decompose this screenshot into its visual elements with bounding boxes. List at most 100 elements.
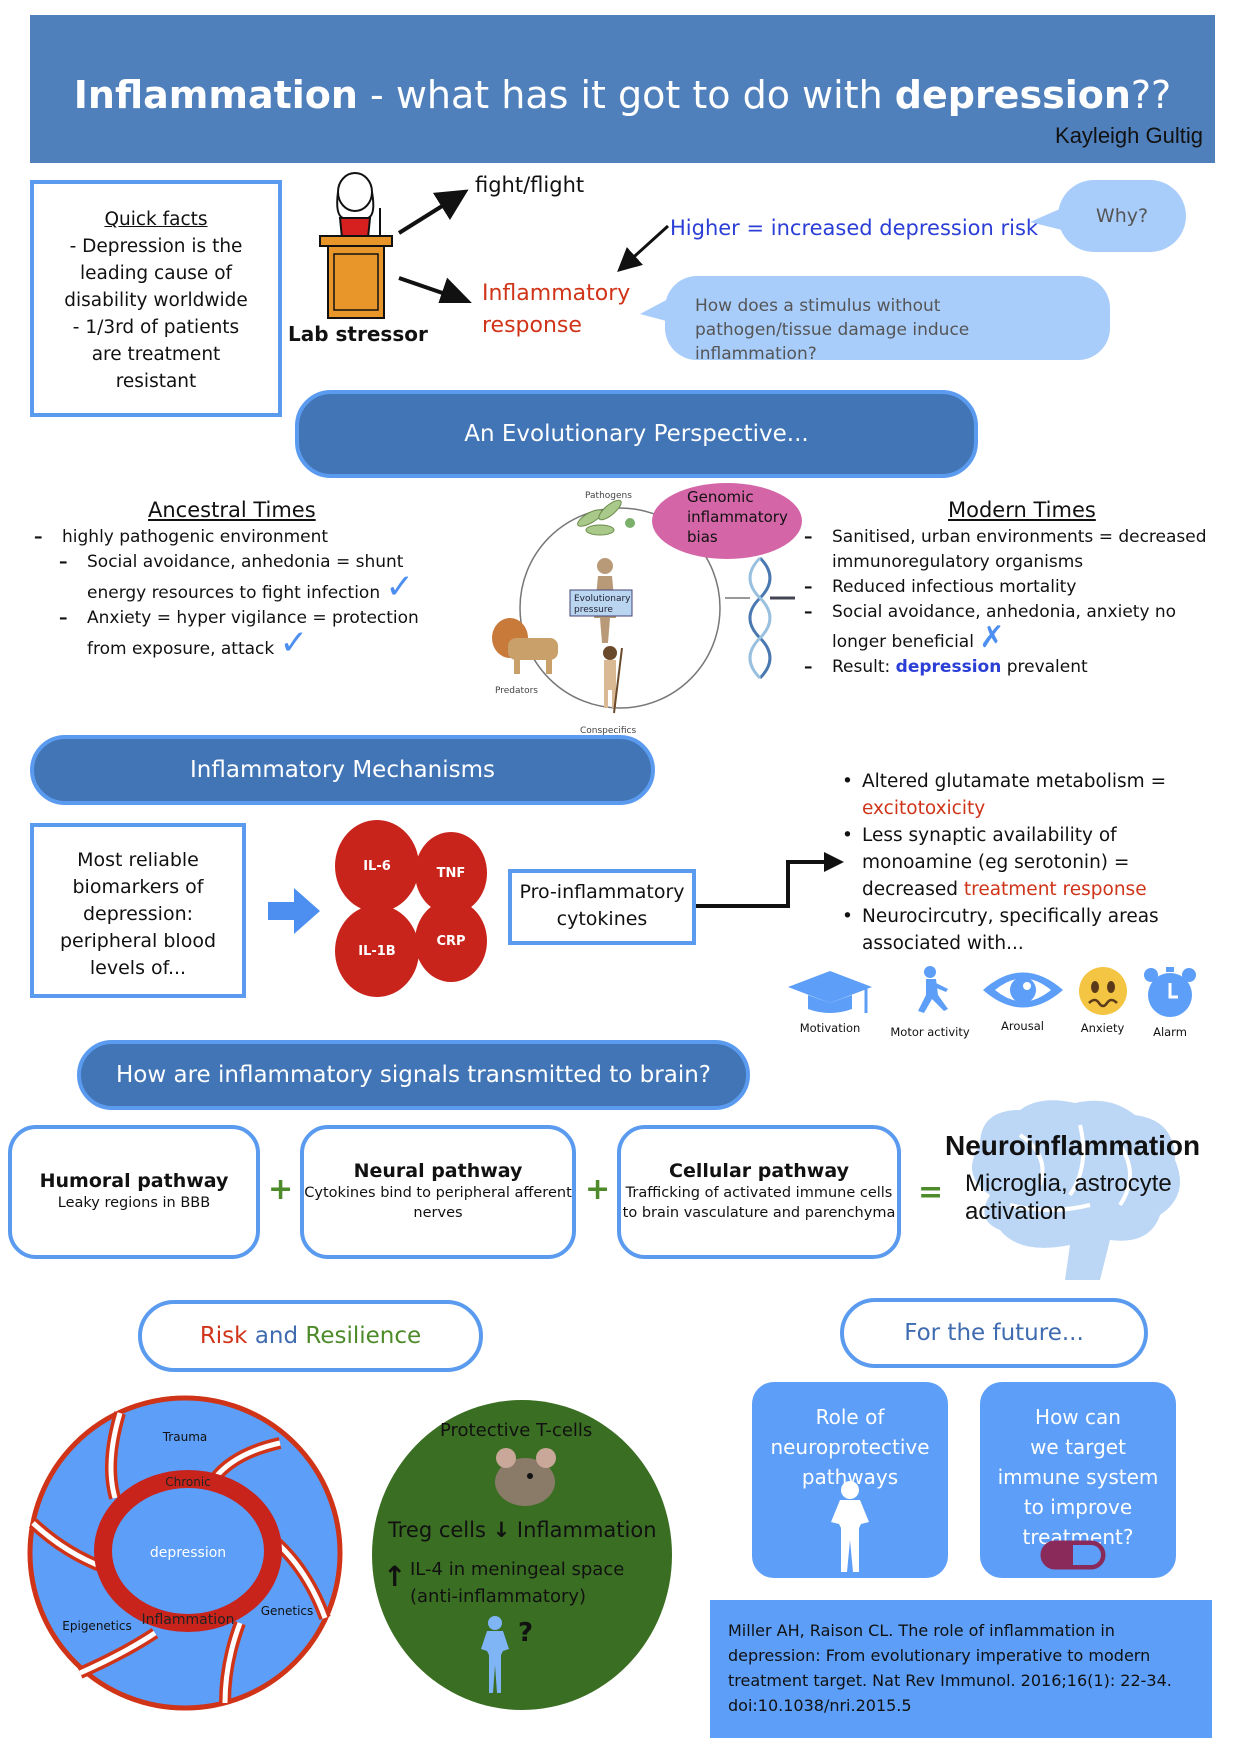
page-title: Inflammation - what has it got to do wit… (30, 73, 1215, 117)
checkmark-icon: ✓ (279, 623, 309, 663)
equals-icon: = (918, 1175, 944, 1210)
il4-line: IL-4 in meningeal space (410, 1559, 625, 1580)
future-line: to improve (1023, 1495, 1133, 1519)
question-mark: ? (518, 1618, 534, 1648)
factor-trauma: Trauma (162, 1430, 208, 1444)
fight-flight-label: fight/flight (475, 173, 585, 197)
quick-fact-line: - 1/3rd of patients (72, 317, 240, 338)
conspecifics-label: Conspecifics (580, 726, 636, 736)
pathway-desc: Trafficking of activated immune cells to… (622, 1185, 896, 1221)
list-item: Altered glutamate metabolism =excitotoxi… (840, 768, 1220, 822)
and-word: and (254, 1323, 299, 1349)
modern-times-title: Modern Times (948, 498, 1096, 522)
area-label: Motivation (799, 1021, 861, 1035)
ancestral-list: highly pathogenic environment Social avo… (30, 525, 450, 662)
resilience-word: Resilience (305, 1323, 422, 1349)
plus-icon: + (268, 1172, 294, 1207)
excitotoxicity-text: excitotoxicity (862, 798, 986, 819)
result-prefix: Result: (832, 657, 896, 677)
title-middle: - what has it got to do with (357, 73, 895, 117)
section-header-transmission: How are inflammatory signals transmitted… (77, 1040, 750, 1110)
predators-label: Predators (495, 686, 538, 696)
area-arousal: Arousal (980, 965, 1065, 1033)
list-item: Result: depression prevalent (800, 655, 1230, 680)
mouse-icon (495, 1448, 556, 1506)
genomic-line: inflammatory (687, 508, 788, 526)
genomic-inflammatory-bias-label: Genomic inflammatory bias (652, 483, 802, 559)
mechanism-effects-list: Altered glutamate metabolism =excitotoxi… (840, 768, 1220, 957)
evolutionary-pressure-diagram: Pathogens Evolutionary pressure Predator… (492, 491, 795, 736)
section-header-evolutionary: An Evolutionary Perspective... (295, 390, 978, 478)
biomarker-line: peripheral blood (59, 930, 217, 952)
lion-icon (492, 618, 558, 674)
area-alarm: Alarm (1140, 965, 1200, 1039)
pressure-label: pressure (574, 605, 613, 615)
pathway-title: Humoral pathway (39, 1170, 229, 1192)
cellular-pathway-box: Cellular pathway Trafficking of activate… (617, 1125, 901, 1259)
list-item: Social avoidance, anhedonia = shunt ener… (55, 550, 450, 606)
eye-icon (982, 972, 1063, 1008)
higher-risk-text: Higher = increased depression risk (670, 216, 1039, 240)
neural-pathway-box: Neural pathway Cytokines bind to periphe… (300, 1125, 576, 1259)
alarm-clock-icon (1144, 967, 1196, 1017)
cytokine-crp: CRP (415, 900, 487, 982)
area-anxiety: Anxiety (1070, 965, 1135, 1035)
title-end: ?? (1130, 73, 1172, 117)
risk-factors-wheel: depression Chronic Inflammation Trauma G… (27, 1395, 343, 1711)
future-line: Role of (815, 1405, 885, 1429)
future-line: How can (1035, 1405, 1121, 1429)
risk-word: Risk (199, 1323, 248, 1349)
quick-facts-title: Quick facts (104, 209, 208, 230)
biomarker-line: biomarkers of (72, 876, 204, 898)
biomarker-line: Most reliable (77, 849, 199, 871)
chronic-label: Chronic (165, 1475, 211, 1489)
bubble-tail-icon (1030, 208, 1062, 230)
treg-label: Treg cells (388, 1518, 486, 1542)
pathway-desc: Leaky regions in BBB (57, 1195, 211, 1211)
arrow-down-left-icon (617, 224, 670, 273)
anxious-face-icon (1078, 967, 1127, 1015)
bubble-tail-icon (640, 298, 670, 322)
treatment-response-text: treatment response (963, 879, 1147, 900)
list-item: Anxiety = hyper vigilance = protection f… (55, 606, 450, 662)
list-item: Reduced infectious mortality (800, 575, 1230, 600)
cyto-line: cytokines (556, 908, 648, 930)
result-suffix: prevalent (1001, 657, 1088, 677)
il4-text: IL-4 in meningeal space (anti-inflammato… (410, 1556, 624, 1610)
inflammatory-response-label: Inflammatory response (482, 278, 630, 342)
biomarker-line: depression: (82, 903, 194, 925)
genomic-line: bias (687, 528, 718, 546)
item-text: Anxiety = hyper vigilance = protection f… (87, 608, 419, 659)
list-item: Less synaptic availability of monoamine … (840, 822, 1220, 903)
list-item: Social avoidance, anhedonia, anxiety no … (800, 600, 1230, 655)
area-motivation: Motivation (785, 965, 875, 1035)
step-arrow-icon (696, 852, 844, 908)
title-depression: depression (894, 73, 1131, 117)
pressure-label: Evolutionary (574, 594, 631, 604)
item-text: Social avoidance, anhedonia = shunt ener… (87, 552, 404, 603)
biomarkers-box: Most reliable biomarkers of depression: … (30, 823, 246, 998)
section-header-mechanisms: Inflammatory Mechanisms (30, 735, 655, 805)
result-depression: depression (895, 657, 1002, 677)
pathway-desc: Cytokines bind to peripheral afferent ne… (304, 1185, 572, 1221)
quick-fact-line: leading cause of (79, 263, 233, 284)
neuro-line: activation (965, 1198, 1067, 1225)
area-label: Motor activity (890, 1025, 970, 1039)
neuro-line: Microglia, astrocyte (965, 1170, 1172, 1197)
humoral-pathway-box: Humoral pathway Leaky regions in BBB (8, 1125, 260, 1259)
modern-list: Sanitised, urban environments = decrease… (800, 525, 1230, 680)
pathway-title: Neural pathway (353, 1160, 523, 1182)
cyto-line: Pro-inflammatory (519, 881, 685, 903)
response-line: response (482, 313, 582, 338)
area-label: Arousal (1001, 1019, 1044, 1033)
quick-fact-line: resistant (115, 371, 197, 392)
how-does-speech-bubble: How does a stimulus without pathogen/tis… (665, 276, 1110, 364)
person-silhouette-icon (831, 1481, 869, 1572)
section-header-risk-resilience: Risk and Resilience (138, 1300, 483, 1372)
area-label: Alarm (1153, 1025, 1187, 1039)
pathogens-label: Pathogens (585, 491, 632, 501)
cross-icon: ✗ (979, 620, 1005, 655)
future-line: immune system (997, 1465, 1159, 1489)
neuroinflammation-desc: Microglia, astrocyte activation (965, 1170, 1172, 1226)
list-item: highly pathogenic environment (30, 525, 450, 550)
